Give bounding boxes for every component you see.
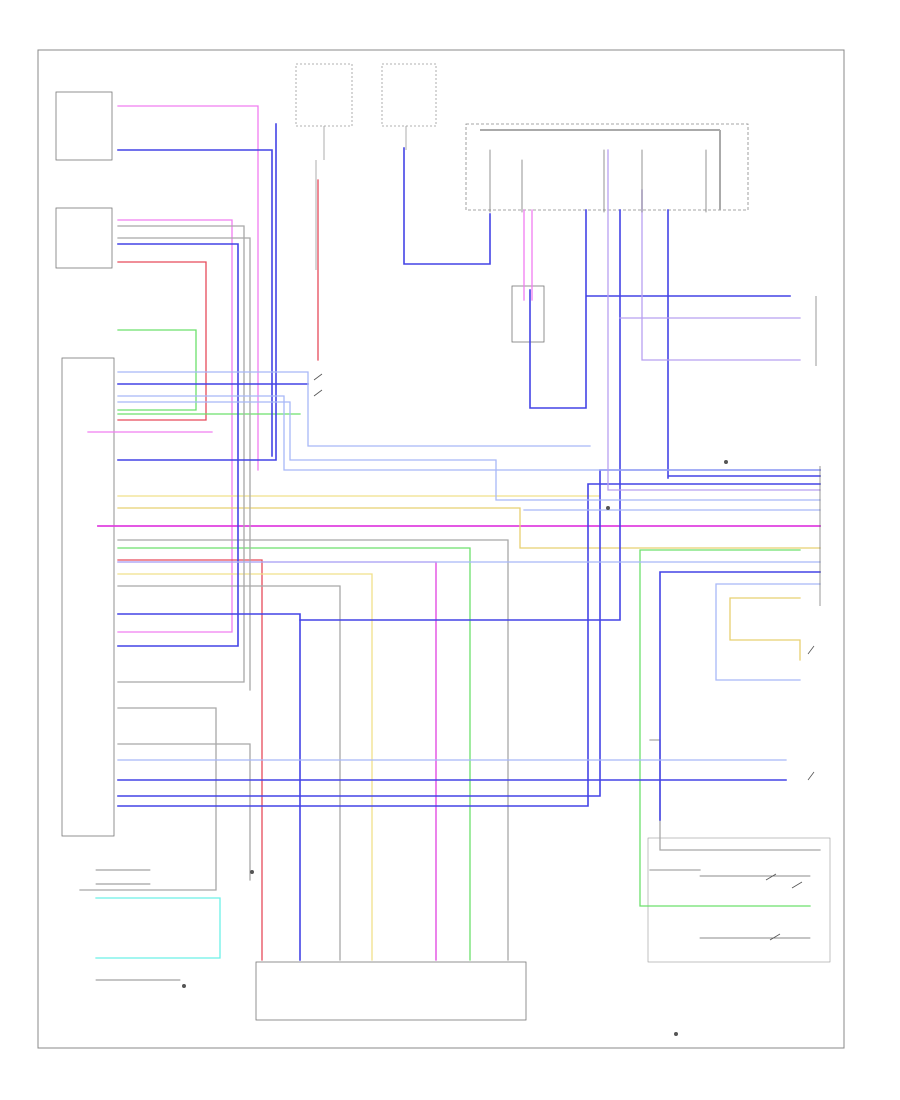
fuse-box-driver <box>295 63 353 270</box>
wire-blue-1 <box>117 149 273 457</box>
wire-lavender-4 <box>607 149 821 491</box>
diagram-border <box>37 49 845 1049</box>
bottom-control-unit <box>255 961 527 1021</box>
wire-lavender-2 <box>117 401 821 501</box>
wire-lavender-8 <box>715 583 821 681</box>
wire-blue-12 <box>659 571 821 821</box>
right-junction-block <box>465 123 749 211</box>
switch-box-lower-right <box>647 837 831 963</box>
wire-blue-4 <box>403 147 491 265</box>
wire-black-1 <box>95 869 181 981</box>
wire-red-1 <box>117 261 207 421</box>
wire-pink-1 <box>117 105 259 471</box>
wire-lavender-1 <box>117 395 821 471</box>
wire-gray-4 <box>117 585 341 961</box>
wire-blue-7 <box>117 469 821 797</box>
wire-black-3 <box>489 149 707 213</box>
module-mid-left <box>55 207 113 269</box>
fuse-box-passenger <box>381 63 437 150</box>
switch-symbols <box>181 373 815 1037</box>
wire-magenta-2 <box>117 561 437 961</box>
wire-gray-1 <box>117 225 245 683</box>
wire-lavender-5 <box>641 189 801 361</box>
wire-lavender-3 <box>117 371 591 447</box>
wire-yellow-2 <box>117 507 821 549</box>
wire-blue-6 <box>117 613 301 961</box>
wire-pink-2 <box>117 219 233 633</box>
wire-gray-2 <box>117 237 251 691</box>
wire-red-3 <box>117 559 263 961</box>
wire-blue-2 <box>117 243 239 647</box>
wire-gray-3 <box>117 539 509 961</box>
center-relay-module <box>511 285 545 343</box>
module-main-left <box>61 357 115 837</box>
wire-green-1 <box>117 329 197 411</box>
module-upper-left <box>55 91 113 161</box>
wire-gray-6 <box>117 743 251 881</box>
wire-green-4 <box>639 549 811 907</box>
wire-teal-1 <box>95 897 221 959</box>
wire-green-3 <box>117 547 471 961</box>
right-terminals <box>815 296 821 606</box>
wire-yellow-4 <box>729 597 801 661</box>
wire-gray-5 <box>79 707 217 891</box>
wire-blue-10 <box>117 123 277 461</box>
wire-yellow-3 <box>117 573 373 961</box>
wire-black-2 <box>699 875 811 939</box>
wire-blue-5 <box>529 209 791 409</box>
wire-blue-11 <box>667 209 821 479</box>
wire-blue-9 <box>299 209 621 621</box>
wire-blue-8 <box>117 483 821 807</box>
